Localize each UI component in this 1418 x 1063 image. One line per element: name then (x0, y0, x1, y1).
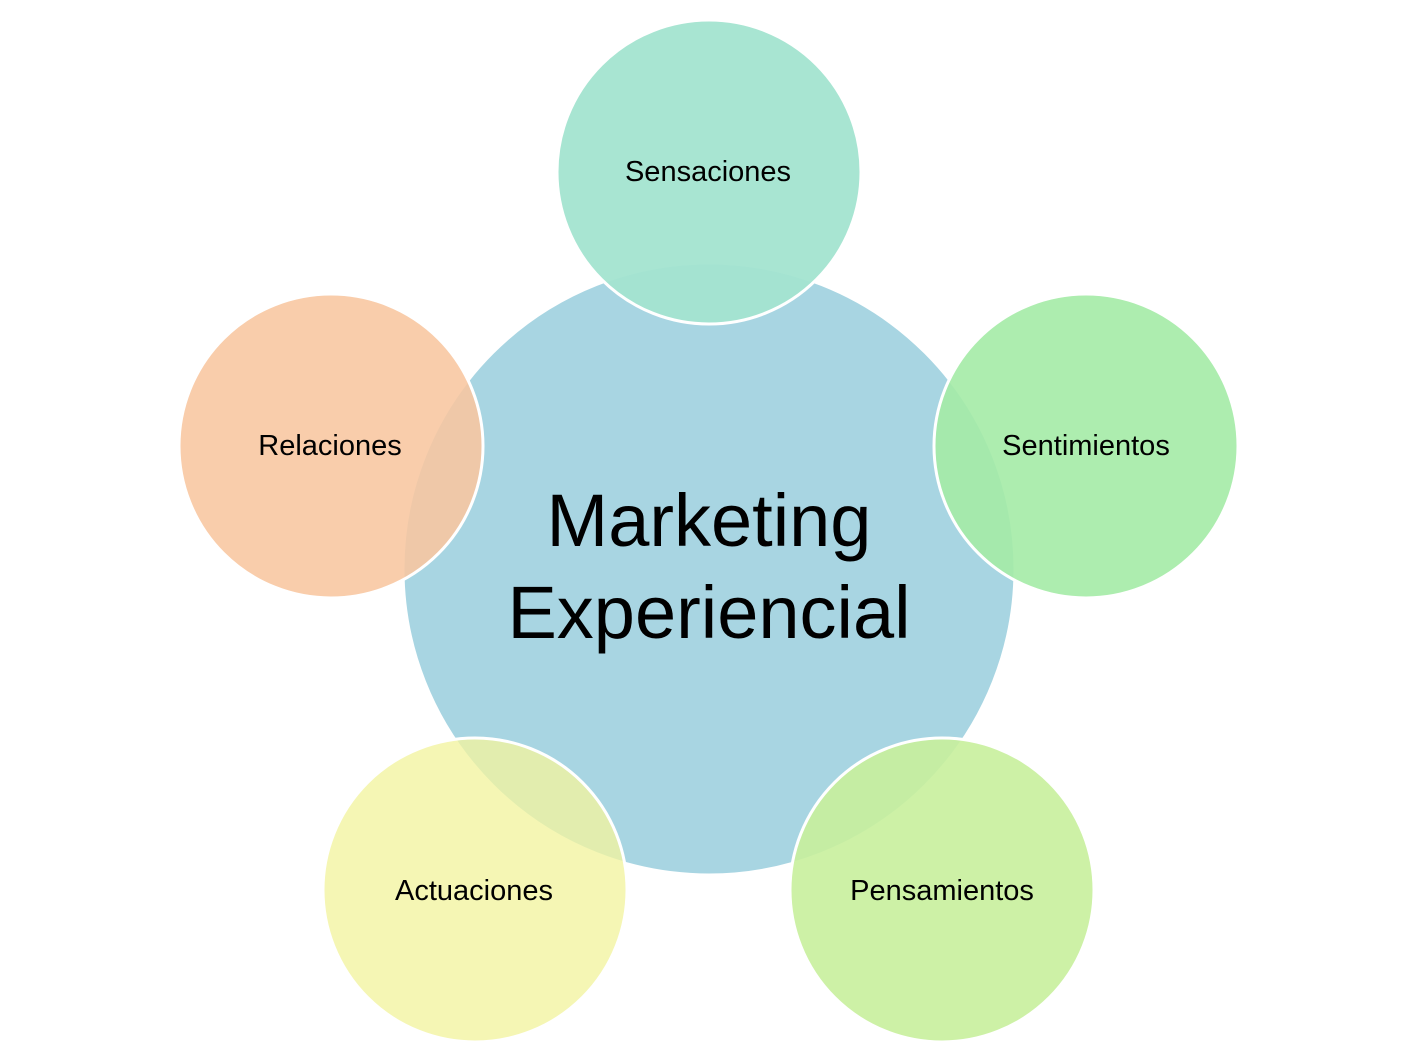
label-sentimientos: Sentimientos (1002, 430, 1170, 462)
outer-circles (177, 18, 1240, 1044)
circle-pensamientos (788, 736, 1096, 1044)
circle-sentimientos (932, 292, 1240, 600)
center-title-line1: Marketing (547, 479, 872, 562)
label-pensamientos: Pensamientos (850, 875, 1034, 907)
label-relaciones: Relaciones (258, 430, 401, 462)
circle-sensaciones (555, 18, 863, 326)
label-sensaciones: Sensaciones (625, 156, 791, 188)
circle-relaciones (177, 292, 485, 600)
center-title-line2: Experiencial (507, 571, 910, 654)
label-actuaciones: Actuaciones (395, 875, 553, 907)
circle-actuaciones (321, 736, 629, 1044)
